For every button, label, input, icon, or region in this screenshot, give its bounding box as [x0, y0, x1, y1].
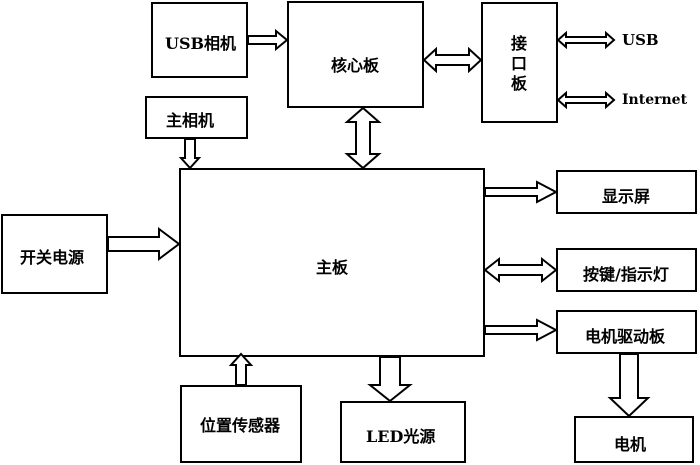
power-switch-block: [1, 214, 108, 294]
usb-camera-label: USB相机: [165, 34, 237, 53]
arrow-main-to-display: [484, 180, 559, 204]
arrow-main-to-motor-driver: [484, 318, 559, 342]
arrow-power-to-main: [107, 227, 181, 261]
arrow-core-main: [344, 106, 382, 170]
usb-external-label: USB: [622, 31, 659, 49]
led-light-block: [340, 401, 466, 463]
motor-driver-block: [556, 310, 697, 354]
arrow-main-keys: [483, 256, 558, 284]
keys-indicator-label: 按键/指示灯: [583, 265, 669, 284]
motor-label: 电机: [614, 435, 647, 454]
position-sensor-block: [180, 385, 302, 463]
led-light-label: LED光源: [366, 427, 436, 446]
interface-board-label: 接口板: [510, 34, 527, 93]
arrow-core-interface: [422, 46, 483, 74]
usb-camera-block: [151, 2, 248, 78]
main-camera-block: [145, 96, 248, 139]
arrow-interface-usb: [556, 30, 616, 50]
power-switch-label: 开关电源: [20, 248, 85, 267]
arrow-interface-internet: [556, 90, 616, 110]
core-board-block: [287, 1, 424, 108]
display-label: 显示屏: [602, 187, 651, 206]
arrow-main-to-led: [367, 356, 413, 403]
arrow-driver-to-motor: [607, 353, 651, 418]
keys-indicator-block: [556, 248, 697, 292]
motor-block: [574, 416, 694, 463]
internet-external-label: Internet: [622, 92, 688, 108]
motor-driver-label: 电机驱动板: [585, 327, 666, 346]
position-sensor-label: 位置传感器: [200, 416, 281, 435]
arrow-main-camera-to-main: [178, 138, 202, 170]
interface-board-block: [481, 2, 558, 123]
main-board-label: 主板: [316, 258, 349, 277]
arrow-usb-camera-to-core: [247, 28, 289, 52]
main-camera-label: 主相机: [166, 111, 215, 130]
arrow-sensor-to-main: [228, 352, 254, 386]
core-board-label: 核心板: [331, 56, 380, 75]
main-board-block: [179, 168, 485, 357]
